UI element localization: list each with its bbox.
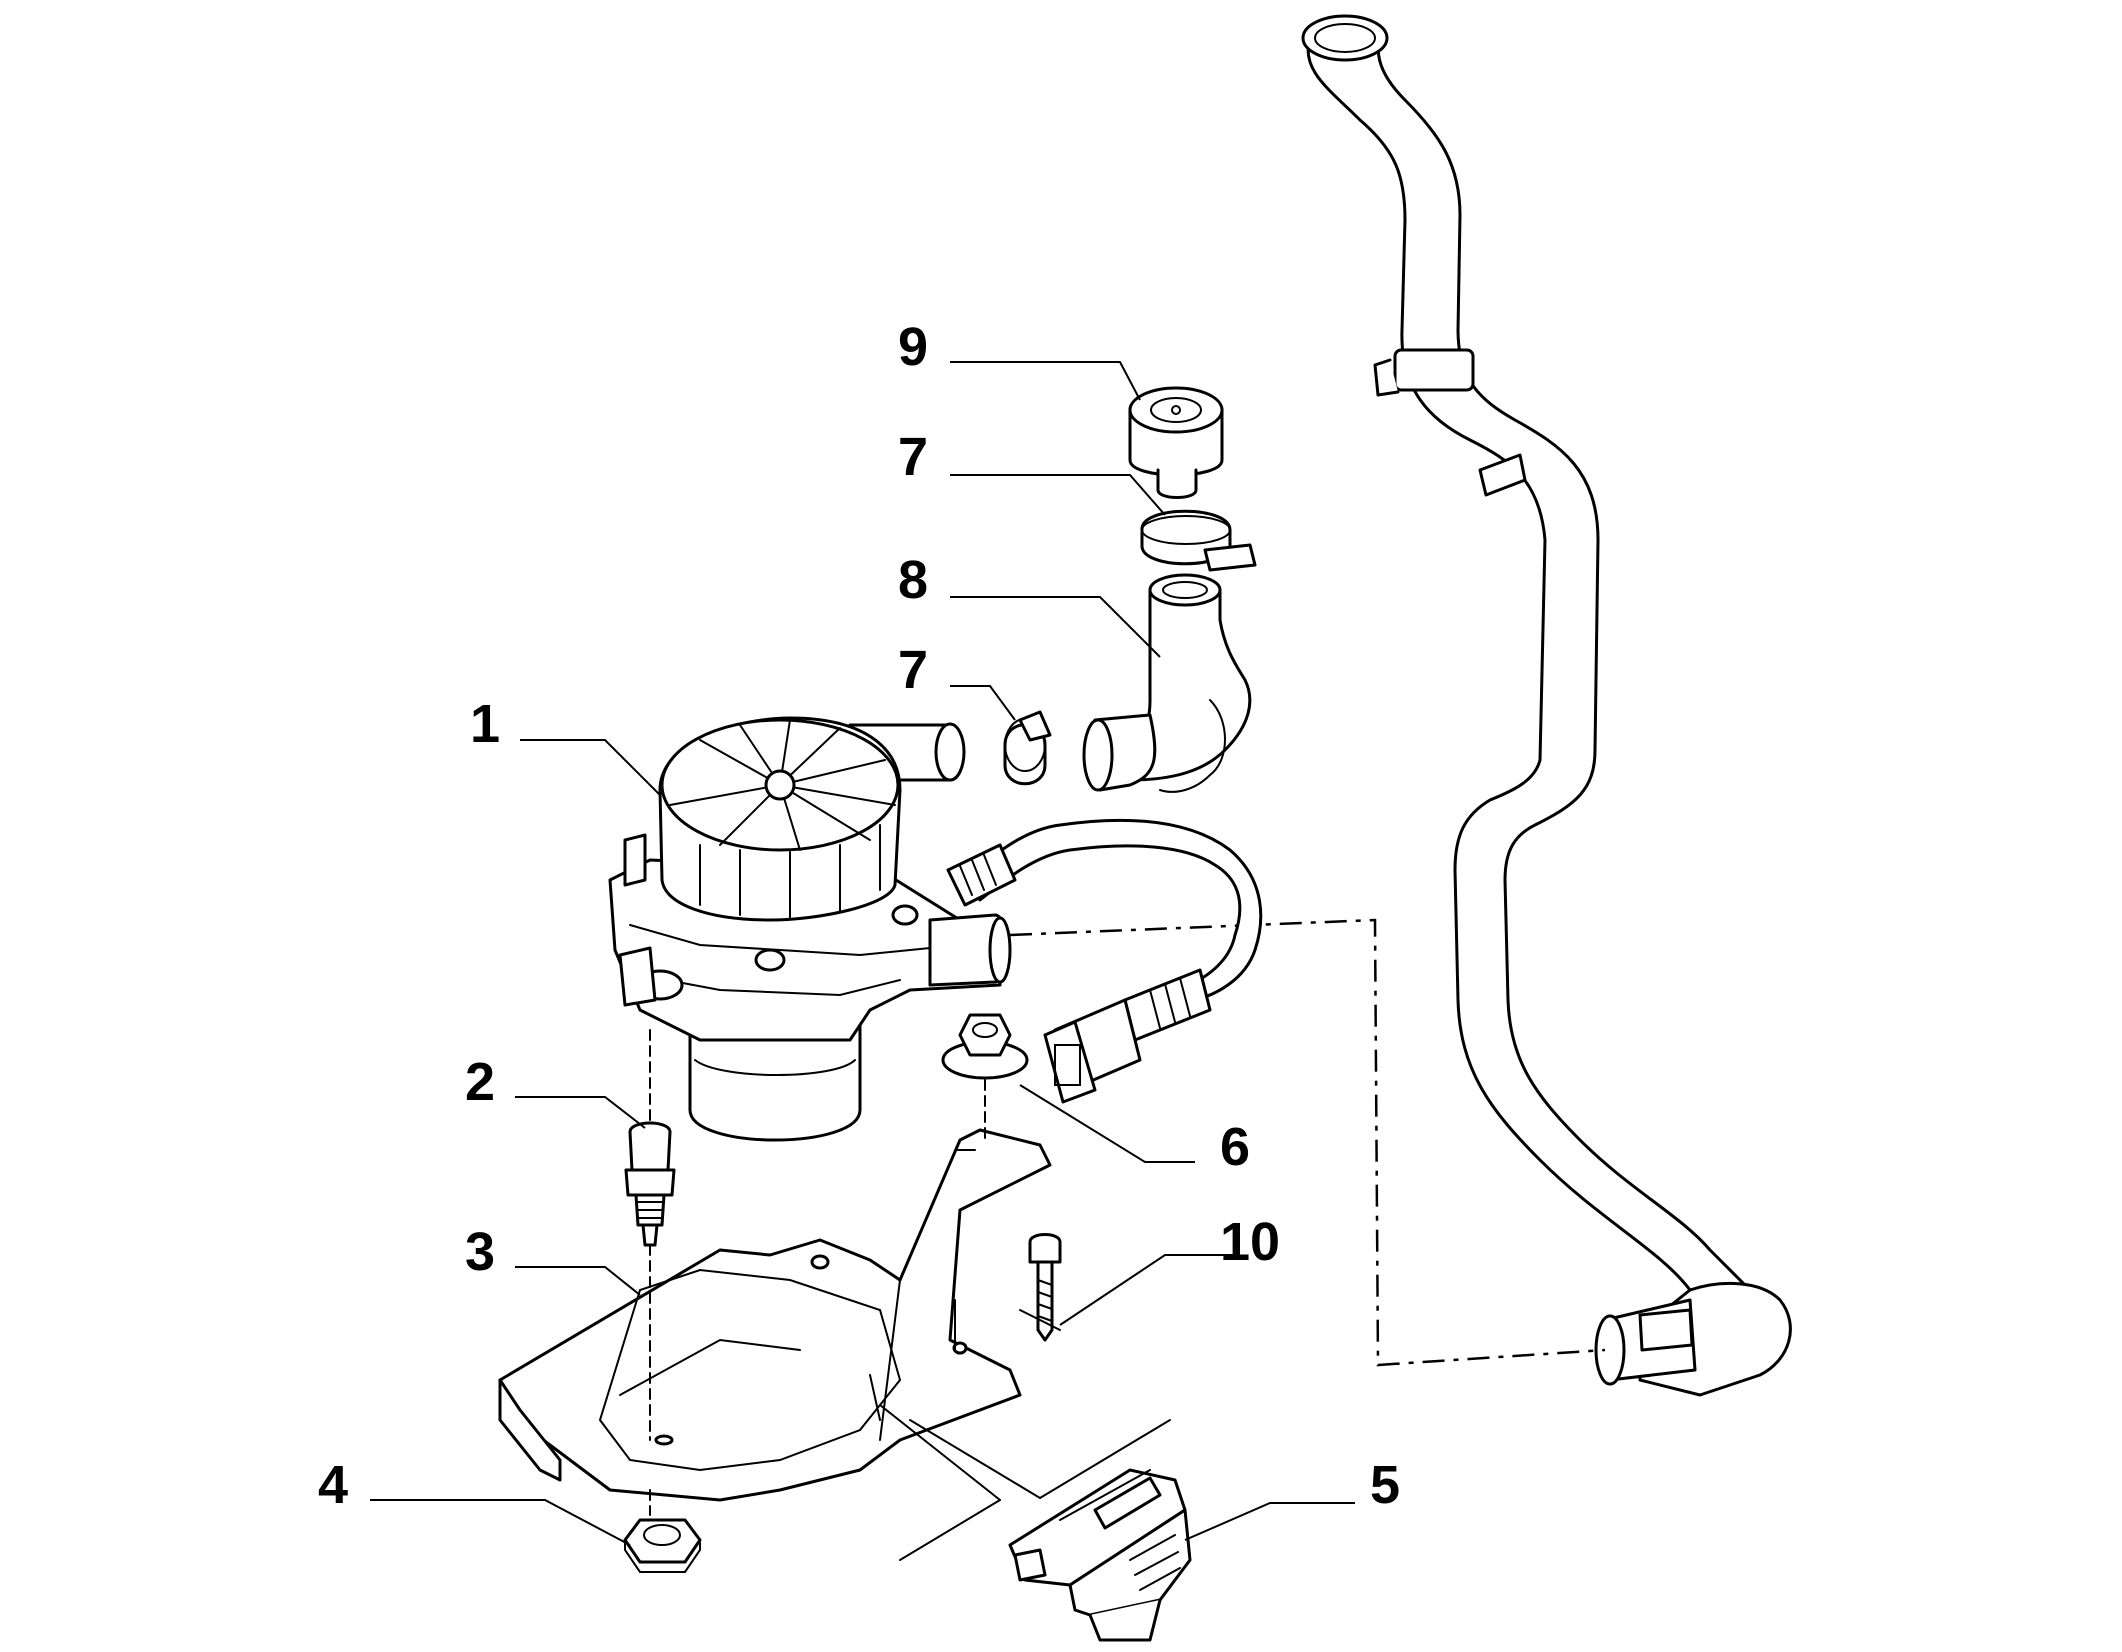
- hex-nut[interactable]: [623, 1518, 702, 1573]
- callout-5: 5: [1370, 1455, 1400, 1515]
- flange-nut[interactable]: [941, 1013, 1029, 1080]
- clip-locator-lines: [879, 1404, 1171, 1561]
- secondary-air-pump[interactable]: [608, 716, 1263, 1142]
- callout-7-lower: 7: [898, 640, 928, 700]
- connection-line: [1009, 918, 1606, 1367]
- callout-3: 3: [465, 1222, 495, 1282]
- elbow-hose[interactable]: [1082, 573, 1252, 793]
- assembly-axis-bolt: [1019, 1309, 1061, 1331]
- long-air-hose[interactable]: [1301, 14, 1792, 1397]
- callout-7-upper: 7: [898, 427, 928, 487]
- hose-clamp-lower[interactable]: [1003, 710, 1052, 786]
- callout-6: 6: [1220, 1117, 1250, 1177]
- callout-1: 1: [470, 694, 500, 754]
- callout-10: 10: [1220, 1212, 1280, 1272]
- mounting-bolt[interactable]: [1028, 1233, 1062, 1342]
- callout-2: 2: [465, 1052, 495, 1112]
- callout-4: 4: [318, 1455, 348, 1515]
- callout-8: 8: [898, 550, 928, 610]
- callout-labels: 1 2 3 4 5 6 7 7 8 9 10: [318, 317, 1400, 1515]
- pump-mounting-bracket[interactable]: [498, 1128, 1052, 1502]
- callout-9: 9: [898, 317, 928, 377]
- mounting-stud-grommet[interactable]: [624, 1121, 676, 1247]
- air-filter-cap[interactable]: [1128, 386, 1224, 499]
- leader-lines: [370, 361, 1355, 1546]
- electrical-connector[interactable]: [1043, 968, 1212, 1104]
- support-clip[interactable]: [1008, 1468, 1192, 1642]
- hose-clamp-upper[interactable]: [1140, 509, 1257, 572]
